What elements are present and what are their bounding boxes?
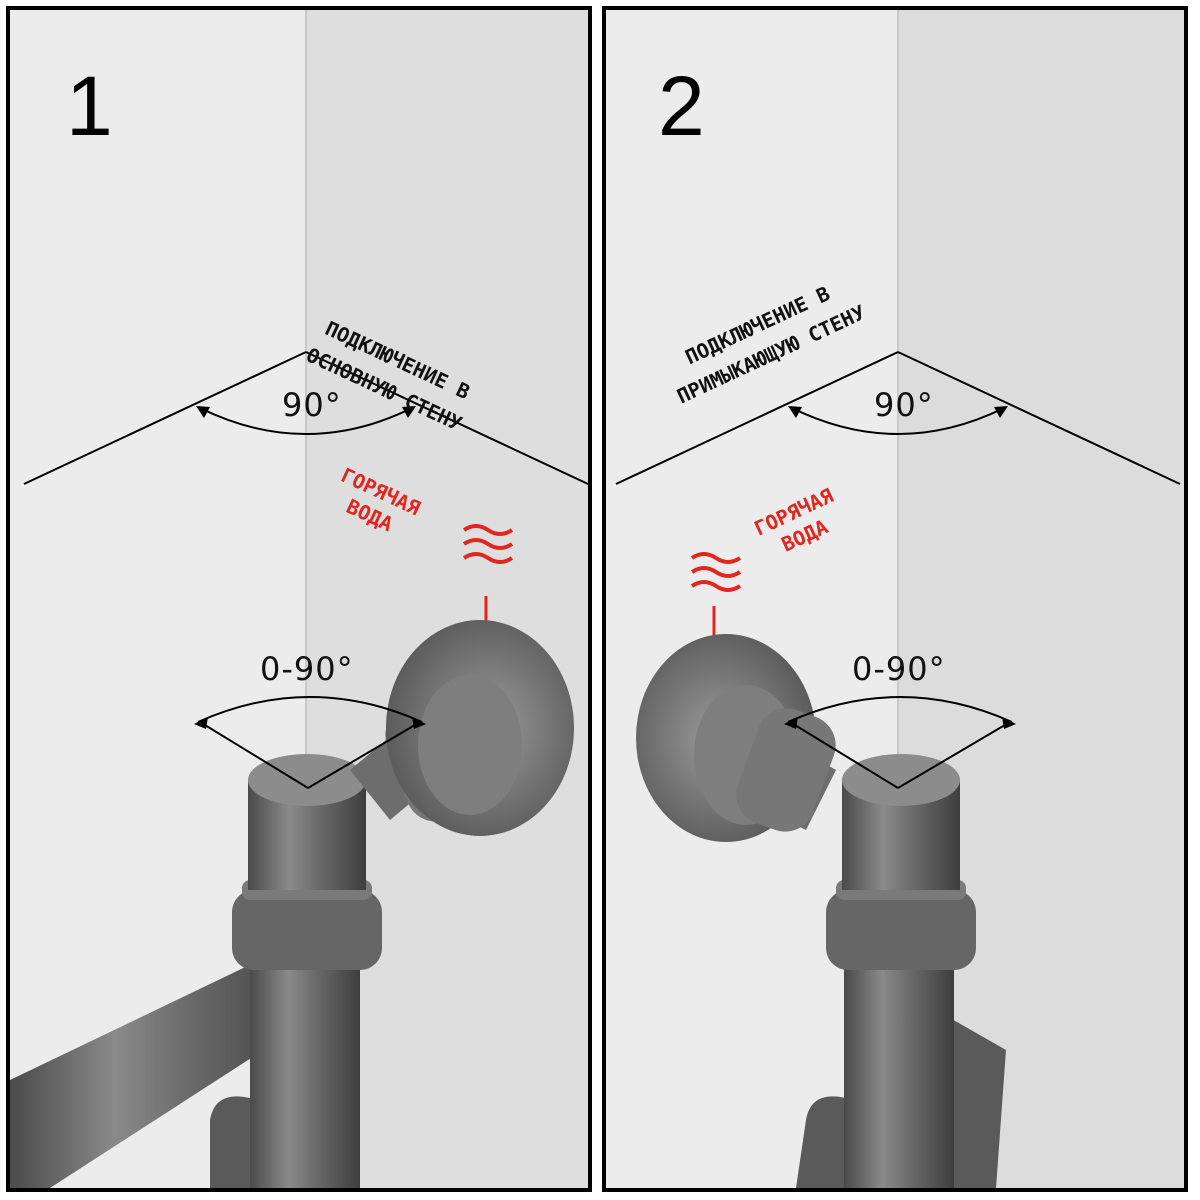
rotation-angle-label: 0-90° xyxy=(852,650,946,688)
corner-angle-label: 90° xyxy=(874,386,934,424)
corner-plan-line-right xyxy=(897,351,1181,485)
panel-number: 2 xyxy=(658,59,705,153)
rotation-angle-arc xyxy=(197,696,423,723)
rotation-line-b xyxy=(897,721,1011,789)
hot-water-wave-icon xyxy=(690,552,742,592)
towel-rail xyxy=(736,708,1006,1188)
corner-angle-arc xyxy=(199,407,413,435)
corner-plan-line-left xyxy=(615,351,899,485)
corner-plan-line-left xyxy=(23,351,307,485)
corner-angle-arc xyxy=(791,407,1005,435)
rotation-line-a xyxy=(199,721,309,789)
rotation-angle-label: 0-90° xyxy=(260,650,354,688)
rotation-angle-arc xyxy=(787,696,1013,723)
hot-water-wave-icon xyxy=(462,524,514,564)
panel-adjacent-wall-connection: 2 ПОДКЛЮЧЕНИЕ В ПРИМЫКАЮЩУЮ СТЕНУ 90° 0-… xyxy=(602,6,1188,1192)
panel-1-illustration xyxy=(10,10,588,1188)
panel-number: 1 xyxy=(66,59,113,153)
corner-arc-arrow-right xyxy=(402,406,416,418)
panel-main-wall-connection: 1 ПОДКЛЮЧЕНИЕ В ОСНОВНУЮ СТЕНУ 90° 0-90°… xyxy=(6,6,592,1192)
rotation-line-a xyxy=(789,721,899,789)
corner-angle-label: 90° xyxy=(282,386,342,424)
corner-arc-arrow-left xyxy=(196,406,210,418)
panel-2-illustration xyxy=(606,10,1184,1188)
corner-plan-line-right xyxy=(305,351,588,485)
rotation-line-b xyxy=(307,721,421,789)
